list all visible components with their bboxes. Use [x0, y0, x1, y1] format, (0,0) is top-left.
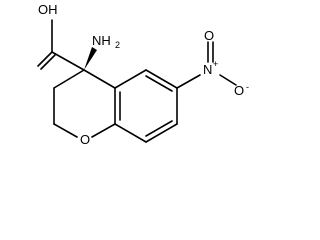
amine-subscript: 2 — [115, 40, 120, 50]
amine-label: NH — [92, 33, 111, 48]
nitro-plus-charge: + — [213, 59, 218, 69]
bond-c4a-c5 — [114, 69, 147, 89]
ring-oxygen-label: O — [80, 132, 90, 147]
nitro-oxygen-right-label: O — [234, 83, 244, 98]
bond-cooh-to-c4 — [51, 51, 85, 71]
nitro-nitrogen-label: N — [203, 62, 212, 77]
bond-c5-c6-inner — [145, 75, 173, 92]
chemical-structure-diagram: OH NH 2 O N + O O - — [37, 2, 249, 147]
bond-c-double-o-2 — [40, 54, 56, 70]
bond-c7-c8-inner — [145, 120, 173, 137]
bond-c-double-o-1 — [37, 51, 53, 67]
nitro-minus-charge: - — [246, 82, 249, 92]
bond-c6-n — [176, 74, 201, 89]
wedge-bond-c4-nh2 — [84, 47, 97, 70]
bond-n-o-right — [219, 74, 237, 86]
hydroxyl-label: OH — [38, 2, 58, 17]
bond-c2-o1 — [53, 123, 78, 138]
bond-c5-c6 — [145, 69, 178, 89]
bond-c4-c4a — [83, 69, 116, 89]
nitro-oxygen-top-label: O — [204, 28, 214, 43]
bond-c7-c8 — [145, 123, 178, 143]
bond-o1-c8a — [91, 123, 116, 138]
bond-c8-c8a — [114, 123, 147, 143]
bond-c4-c3 — [53, 69, 85, 89]
